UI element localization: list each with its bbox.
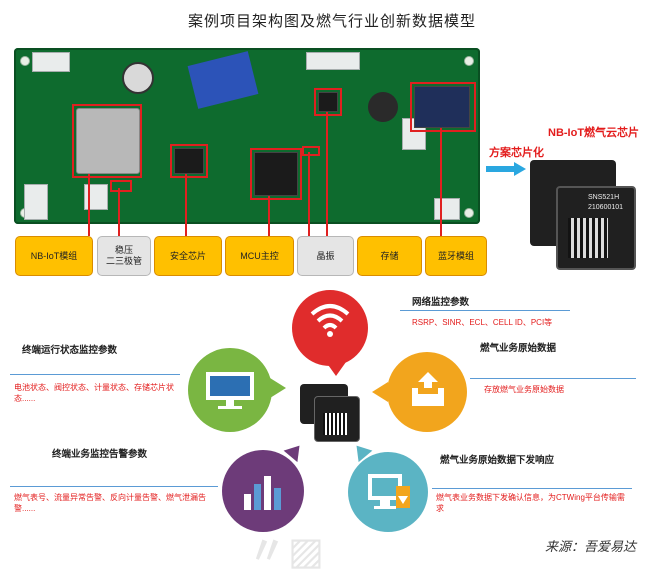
chip-name-callout: NB-IoT燃气云芯片 bbox=[548, 127, 640, 139]
network-heading: 网络监控参数 bbox=[412, 297, 470, 308]
arrow-left-icon bbox=[372, 382, 388, 402]
underline bbox=[432, 488, 632, 489]
chip-marking: 210600101 bbox=[588, 204, 624, 211]
inbox-upload-icon bbox=[408, 370, 448, 415]
label-storage: 存储 bbox=[357, 236, 422, 276]
leader-line bbox=[118, 188, 120, 236]
leader-line bbox=[185, 174, 187, 236]
terminal-alarm-circle bbox=[222, 450, 304, 532]
computer-download-icon bbox=[366, 470, 412, 519]
underline bbox=[470, 378, 636, 379]
terminal-alarm-detail: 燃气表号、流量异常告警、反向计量告警、燃气泄漏告警...... bbox=[14, 493, 206, 513]
source-note: 来源：吾爱易达 bbox=[544, 540, 636, 555]
label-nbiot-module: NB-IoT模组 bbox=[15, 236, 93, 276]
label-diode: 稳压 二三极管 bbox=[97, 236, 151, 276]
solution-callout: 方案芯片化 bbox=[489, 147, 544, 159]
chip-marking: SNS521H bbox=[588, 194, 620, 201]
wifi-icon bbox=[308, 300, 352, 345]
leader-line bbox=[440, 128, 442, 236]
arrow-right-icon bbox=[486, 162, 526, 176]
pcb-board-image bbox=[14, 48, 480, 224]
leader-line bbox=[88, 174, 90, 236]
label-bluetooth: 蓝牙模组 bbox=[425, 236, 487, 276]
bar-chart-icon bbox=[240, 468, 286, 519]
gas-raw-heading: 燃气业务原始数据 bbox=[480, 343, 557, 354]
underline bbox=[10, 374, 180, 375]
underline bbox=[10, 486, 218, 487]
arrow-right-icon bbox=[270, 378, 286, 398]
gas-downlink-heading: 燃气业务原始数据下发响应 bbox=[440, 455, 555, 466]
gas-downlink-detail: 燃气表业务数据下发确认信息，为CTWing平台传输需求 bbox=[436, 493, 625, 513]
monitor-icon bbox=[204, 370, 256, 415]
terminal-alarm-heading: 终端业务监控告警参数 bbox=[52, 449, 148, 460]
network-circle bbox=[292, 290, 368, 366]
page-title: 案例项目架构图及燃气行业创新数据模型 bbox=[187, 12, 476, 30]
underline bbox=[400, 310, 570, 311]
watermark: 〃▨ bbox=[248, 531, 326, 573]
terminal-status-detail: 电池状态、阀控状态、计量状态、存储芯片状态...... bbox=[14, 383, 174, 403]
label-crystal: 晶振 bbox=[297, 236, 354, 276]
leader-line bbox=[326, 112, 328, 236]
leader-line bbox=[308, 152, 310, 236]
arrow-down-icon bbox=[326, 362, 346, 376]
label-security-chip: 安全芯片 bbox=[154, 236, 222, 276]
terminal-status-heading: 终端运行状态监控参数 bbox=[22, 345, 118, 356]
leader-line bbox=[268, 196, 270, 236]
network-detail: RSRP、SINR、ECL、CELL ID、PCI等 bbox=[412, 318, 553, 327]
label-mcu: MCU主控 bbox=[225, 236, 294, 276]
gas-raw-detail: 存放燃气业务原始数据 bbox=[484, 385, 564, 394]
